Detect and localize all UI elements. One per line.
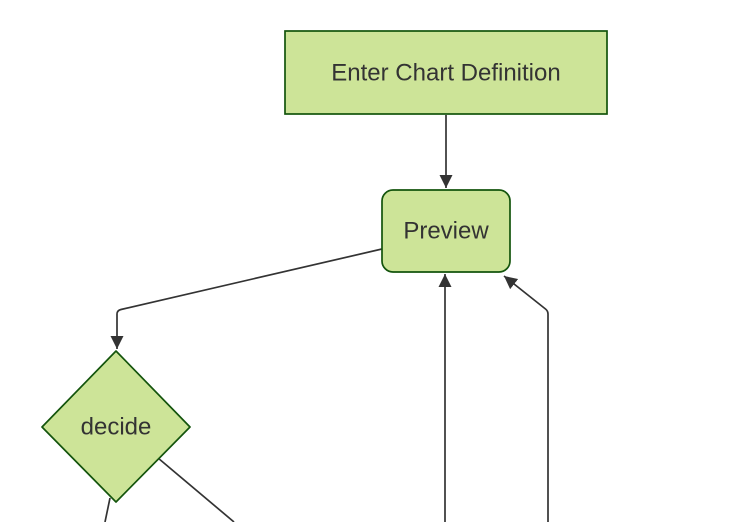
edge-preview-to-decide [110,248,383,349]
node-enter-chart-definition: Enter Chart Definition [284,30,608,115]
node-decide-label: decide [81,414,152,441]
edge-decide-to-offscreen-bottom-left [104,497,111,522]
node-enter-chart-definition-shape [284,30,608,115]
edge-decide-to-offscreen-bottom-right [157,457,235,522]
node-preview-label: Preview [403,218,489,245]
node-preview-shape [381,189,511,273]
edge-offscreen-to-preview-bottom-right [503,275,549,522]
node-enter-chart-definition-label: Enter Chart Definition [331,60,560,87]
node-decide: decide [41,350,191,503]
node-preview: Preview [381,189,511,273]
node-layer: Enter Chart Definition Preview decide [41,30,608,503]
edge-layer [104,115,549,522]
node-decide-shape [41,350,191,503]
